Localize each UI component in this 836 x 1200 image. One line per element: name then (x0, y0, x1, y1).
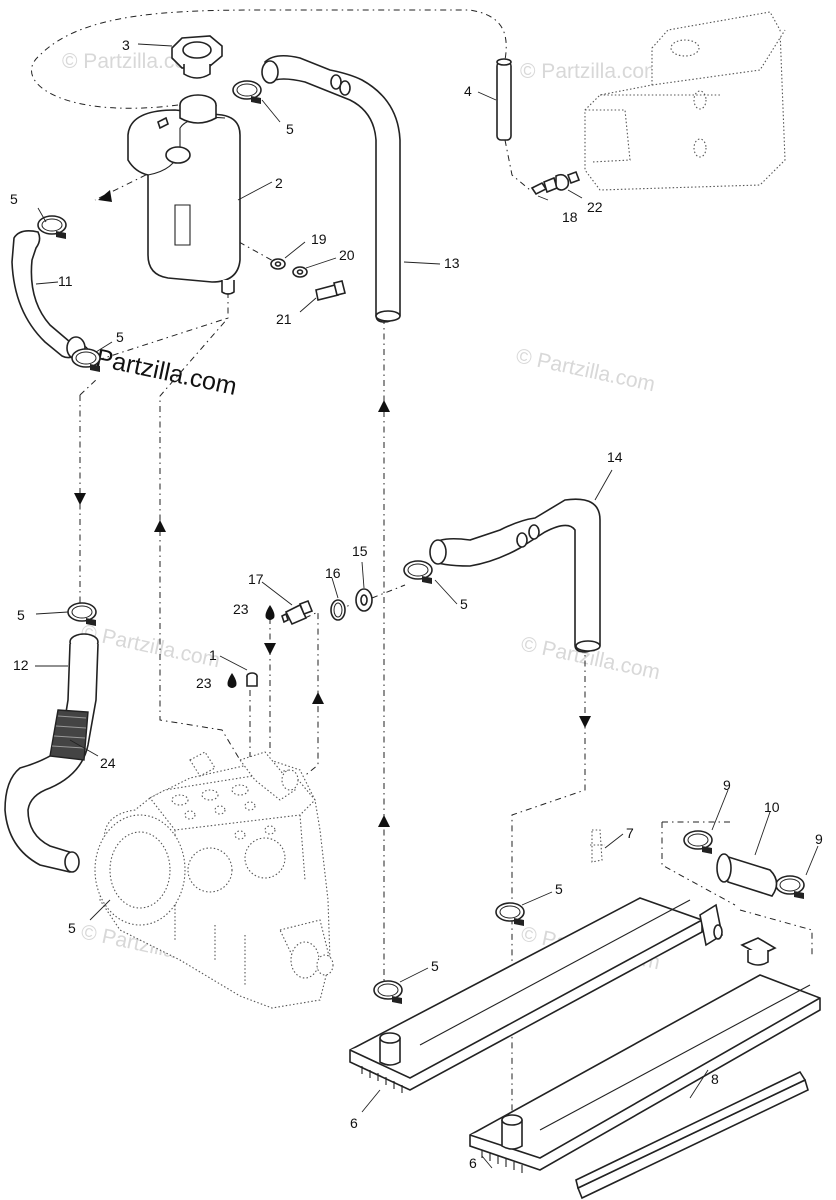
bolt-21 (315, 280, 346, 301)
sealant-drop-23a (265, 605, 275, 620)
callout-5: 5 (286, 121, 294, 137)
callout-3: 3 (122, 37, 130, 53)
hose-11 (11, 230, 86, 360)
radiator-right (469, 937, 821, 1173)
washer-19 (270, 258, 286, 270)
clamp-top (232, 80, 262, 105)
callout-19: 19 (311, 231, 327, 247)
callout-5: 5 (555, 881, 563, 897)
coolant-reservoir (127, 94, 241, 295)
callout-4: 4 (464, 83, 472, 99)
clamp-9-right (775, 875, 805, 900)
hose-12 (4, 633, 99, 873)
bleeder-7 (590, 829, 605, 863)
callout-5: 5 (460, 596, 468, 612)
washer-20 (292, 266, 308, 278)
callout-16: 16 (325, 565, 341, 581)
callout-12: 12 (13, 657, 29, 673)
hose-14 (429, 498, 601, 653)
hose-sleeve-24 (49, 709, 89, 761)
callout-9: 9 (723, 777, 731, 793)
clamp-9-left (683, 830, 713, 855)
callout-10: 10 (764, 799, 780, 815)
callout-5: 5 (68, 920, 76, 936)
callout-5: 5 (17, 607, 25, 623)
rail-8 (575, 1070, 809, 1200)
callout-23: 23 (233, 601, 249, 617)
callout-6: 6 (469, 1155, 477, 1171)
callout-15: 15 (352, 543, 368, 559)
radiator-left (349, 897, 723, 1093)
oil-tank-reference (584, 11, 786, 191)
clamp-hose-12-top (67, 602, 97, 627)
callout-18: 18 (562, 209, 578, 225)
callout-13: 13 (444, 255, 460, 271)
callout-7: 7 (626, 825, 634, 841)
callouts: 3 5 4 5 2 18 22 19 20 11 13 21 5 14 15 1… (10, 37, 823, 1171)
callout-5: 5 (116, 329, 124, 345)
watermark-text: © Partzilla.com (79, 620, 222, 672)
callout-2: 2 (275, 175, 283, 191)
callout-21: 21 (276, 311, 292, 327)
clamp-radiator-mid (495, 902, 525, 927)
callout-22: 22 (587, 199, 603, 215)
sensor-17 (281, 599, 314, 626)
callout-20: 20 (339, 247, 355, 263)
hose-13 (261, 54, 401, 323)
callout-8: 8 (711, 1071, 719, 1087)
watermark-text: © Partzilla.com (514, 344, 657, 396)
tank-fittings (530, 170, 581, 196)
callout-24: 24 (100, 755, 116, 771)
vent-hose (496, 58, 512, 141)
clamp-hose-11-top (37, 215, 67, 240)
clamp-radiator-left (373, 980, 403, 1005)
callout-17: 17 (248, 571, 264, 587)
callout-1: 1 (209, 647, 217, 663)
connector-hose-10 (716, 853, 778, 897)
callout-11: 11 (58, 273, 73, 289)
leader-lines (35, 43, 819, 1169)
callout-14: 14 (607, 449, 623, 465)
callout-6: 6 (350, 1115, 358, 1131)
sealant-drop-23b (227, 673, 237, 688)
thermostat-15 (355, 588, 373, 612)
watermark-text: © Partzilla.com (520, 60, 662, 83)
plug-1 (246, 672, 258, 687)
watermark-text: © Partzilla.com (62, 50, 204, 73)
engine-reference (94, 751, 334, 1009)
callout-5: 5 (431, 958, 439, 974)
callout-23: 23 (196, 675, 212, 691)
callout-9: 9 (815, 831, 823, 847)
callout-5: 5 (10, 191, 18, 207)
reservoir-cap (171, 35, 223, 79)
clamp-hose-14 (403, 560, 433, 585)
gasket-16 (330, 599, 346, 621)
